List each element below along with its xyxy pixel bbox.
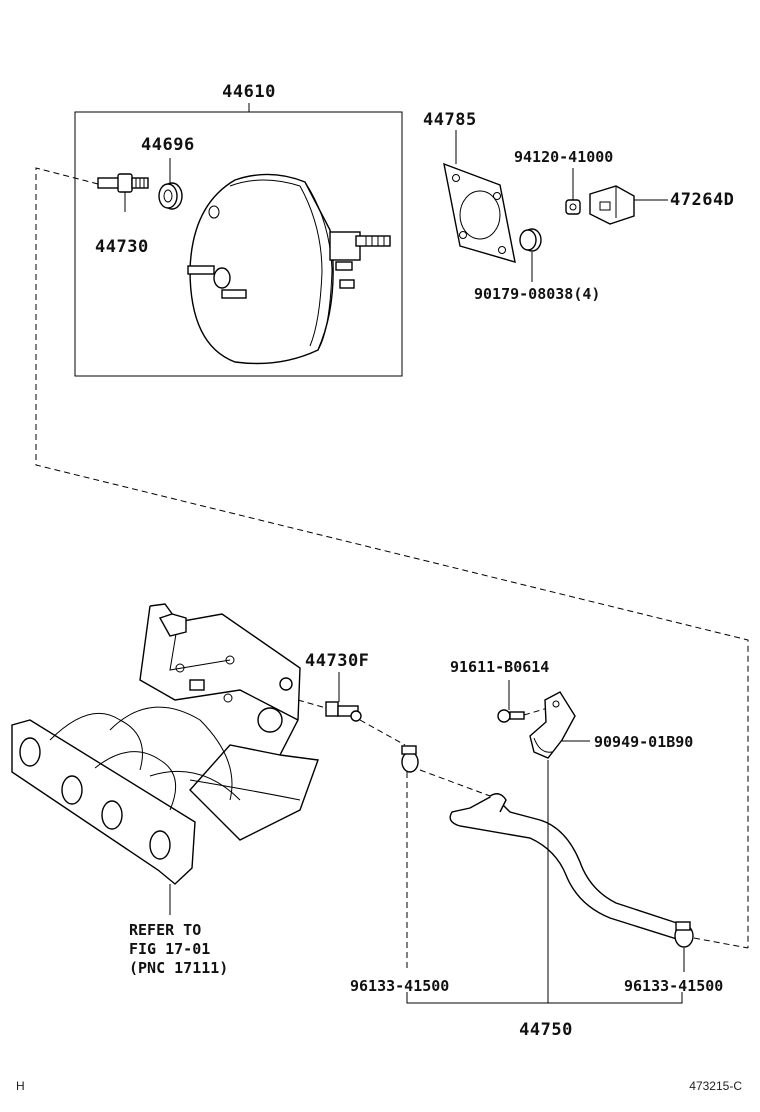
label-pnc: (PNC 17111) bbox=[129, 959, 228, 977]
bolt-part bbox=[497, 680, 549, 723]
union-fitting-part bbox=[297, 672, 406, 746]
clip-part bbox=[589, 185, 668, 225]
label-96133-41500-right: 96133-41500 bbox=[624, 977, 723, 995]
label-44785: 44785 bbox=[423, 110, 477, 130]
booster-assembly-box bbox=[74, 103, 403, 377]
label-44610: 44610 bbox=[222, 82, 276, 102]
gasket-part bbox=[443, 130, 516, 263]
corner-mark-left: H bbox=[16, 1079, 25, 1093]
grommet-part bbox=[158, 158, 183, 210]
hose-assembly-bracket bbox=[406, 992, 683, 1004]
label-96133-41500-left: 96133-41500 bbox=[350, 977, 449, 995]
label-94120-41000: 94120-41000 bbox=[514, 148, 613, 166]
nut-set-part bbox=[519, 228, 542, 282]
hose-clip-right-part bbox=[674, 921, 749, 972]
label-44730: 44730 bbox=[95, 237, 149, 257]
check-valve-part bbox=[97, 173, 149, 212]
intake-manifold-part bbox=[11, 603, 319, 915]
label-91611-b0614: 91611-B0614 bbox=[450, 658, 549, 676]
label-44730f: 44730F bbox=[305, 651, 369, 671]
clamp-part bbox=[529, 691, 590, 759]
label-47264d: 47264D bbox=[670, 190, 734, 210]
label-fig: FIG 17-01 bbox=[129, 940, 210, 958]
label-44696: 44696 bbox=[141, 135, 195, 155]
label-refer-to: REFER TO bbox=[129, 921, 201, 939]
hose-clip-left-part bbox=[401, 745, 419, 972]
diagram-id: 473215-C bbox=[689, 1079, 742, 1093]
label-44750: 44750 bbox=[519, 1020, 573, 1040]
label-90179-08038: 90179-08038(4) bbox=[474, 285, 600, 303]
vacuum-hose-part bbox=[419, 760, 687, 1003]
label-90949-01b90: 90949-01B90 bbox=[594, 733, 693, 751]
dashed-reference-frame bbox=[35, 167, 749, 948]
booster-body-part bbox=[187, 173, 391, 365]
nut-part bbox=[565, 168, 581, 215]
